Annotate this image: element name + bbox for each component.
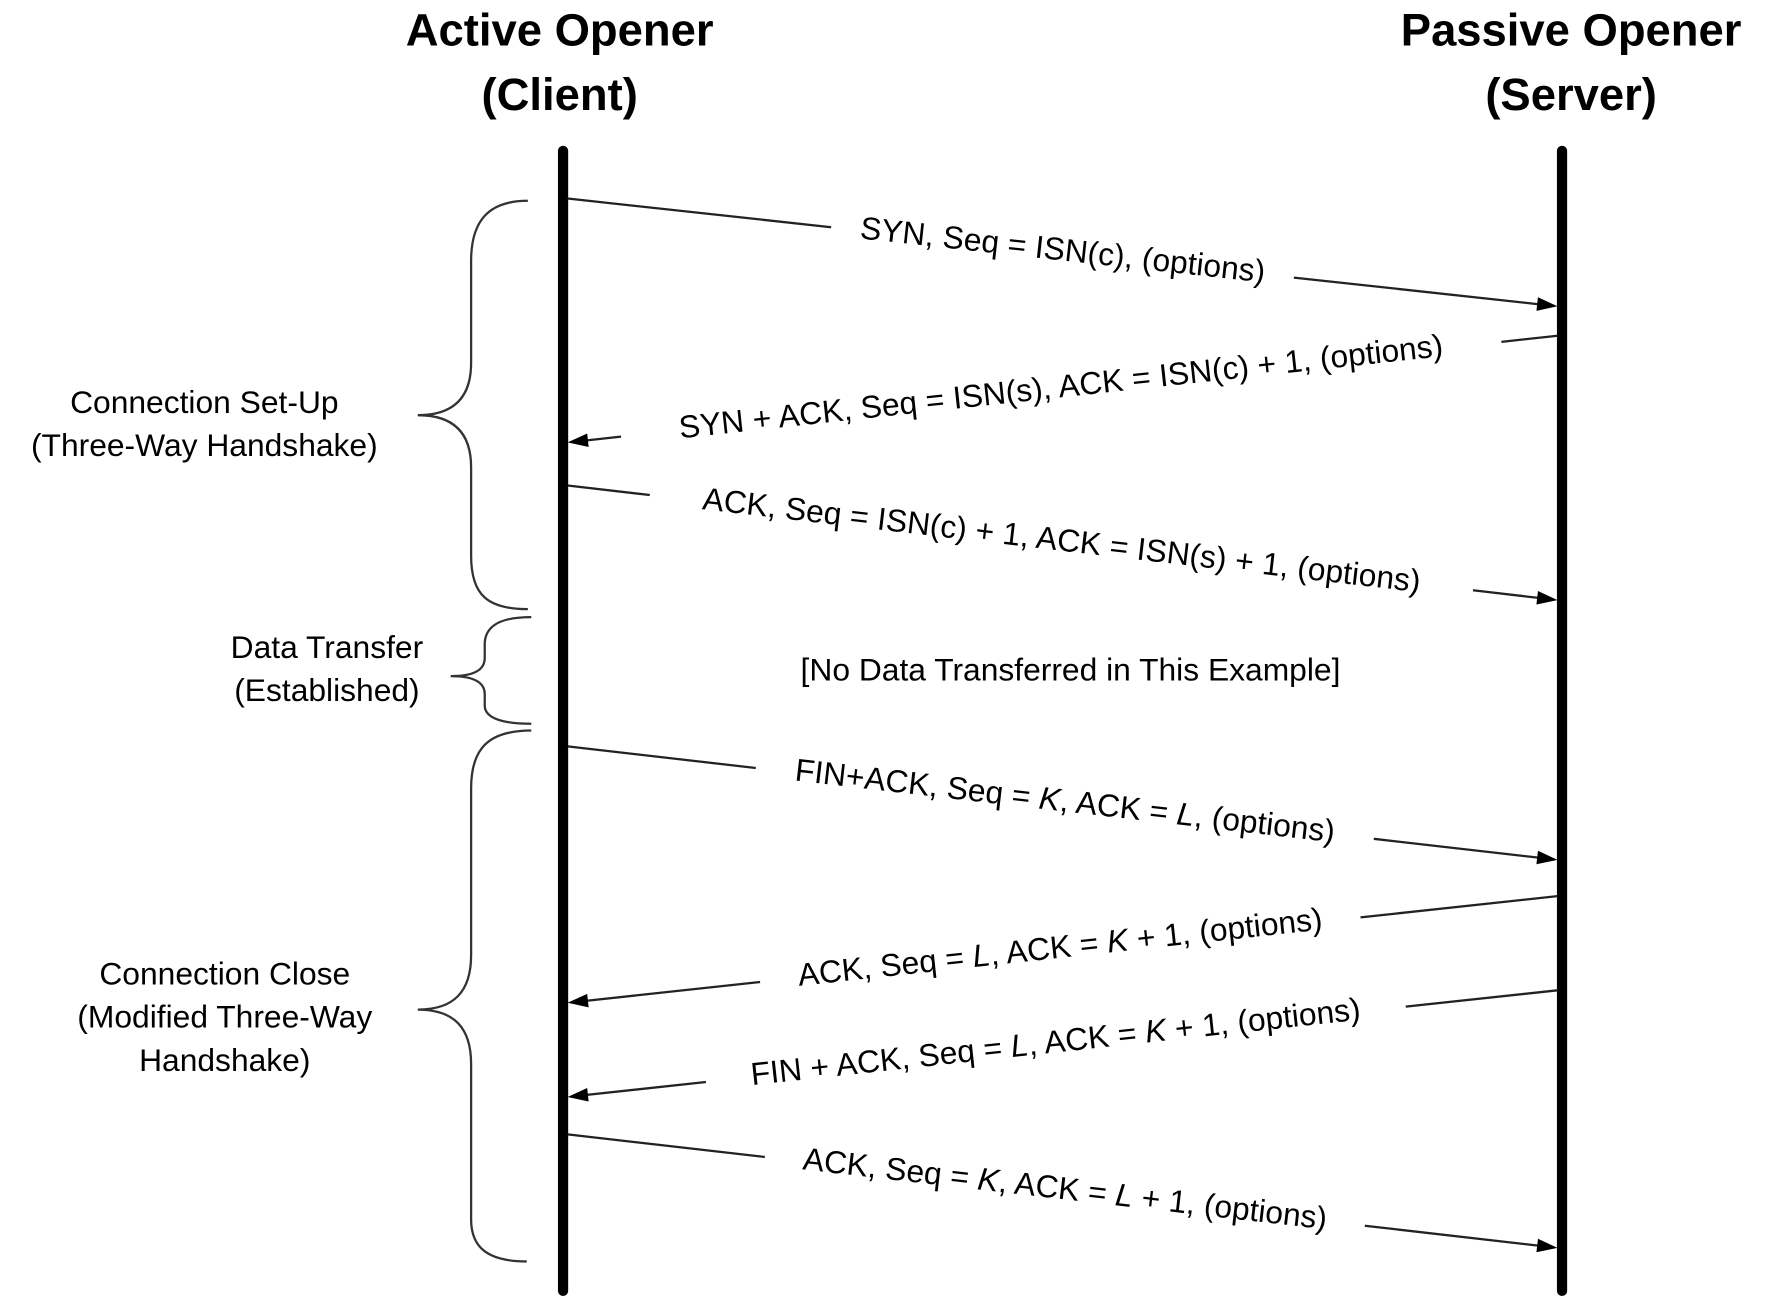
arrow-line-start [1405, 989, 1558, 1008]
arrow-line-start [567, 745, 756, 770]
message-label: SYN, Seq = ISN(c), (options) [858, 210, 1267, 290]
message-text: + 1, (options) [1164, 991, 1362, 1048]
phase-close-line2: (Modified Three-Way [77, 999, 372, 1035]
message-text: FIN+ACK, Seq = [793, 752, 1041, 816]
arrow-line-start [1360, 895, 1558, 919]
arrow-line-start [1501, 334, 1558, 343]
server-title: Passive Opener [1401, 4, 1742, 55]
message-2: SYN + ACK, Seq = ISN(s), ACK = ISN(c) + … [567, 328, 1558, 447]
close-brace [417, 729, 532, 1263]
phase-label-setup: Connection Set-Up (Three-Way Handshake) [31, 384, 378, 463]
message-label: ACK, Seq = L, ACK = K + 1, (options) [796, 901, 1324, 993]
message-text: , (options) [1192, 798, 1336, 850]
arrow-line-start [567, 484, 650, 497]
message-text: ACK, Seq = [801, 1141, 980, 1197]
message-text: ACK, Seq = ISN(c) + 1, ACK = ISN(s) + 1,… [701, 481, 1423, 600]
data-brace [450, 615, 532, 725]
phase-setup-line1: Connection Set-Up [70, 384, 339, 420]
arrowhead-icon [567, 433, 589, 447]
message-variable: L [1113, 1177, 1135, 1215]
message-variable: L [1009, 1027, 1030, 1065]
arrowhead-icon [1536, 1238, 1558, 1253]
message-text: + 1, (options) [1131, 1179, 1329, 1237]
message-5: ACK, Seq = L, ACK = K + 1, (options) [567, 895, 1558, 1008]
message-7: ACK, Seq = K, ACK = L + 1, (options) [567, 1133, 1558, 1253]
phase-label-close: Connection Close (Modified Three-Way Han… [77, 956, 372, 1078]
arrow-line-end [1293, 276, 1540, 306]
arrow-line-end [585, 435, 622, 442]
arrowhead-icon [567, 1087, 589, 1102]
message-text: , ACK = [1026, 1014, 1147, 1062]
arrow-line-end [585, 1080, 707, 1097]
message-text: FIN + ACK, Seq = [749, 1029, 1013, 1093]
server-subtitle: (Server) [1485, 69, 1657, 120]
phase-close-line1: Connection Close [99, 956, 350, 992]
message-6: FIN + ACK, Seq = L, ACK = K + 1, (option… [567, 989, 1558, 1102]
message-text: , ACK = [988, 924, 1109, 972]
message-text: , ACK = [997, 1163, 1118, 1212]
message-variable: L [971, 937, 992, 975]
message-label: SYN + ACK, Seq = ISN(s), ACK = ISN(c) + … [677, 328, 1445, 446]
phase-label-data: Data Transfer (Established) [231, 629, 424, 708]
message-label: FIN+ACK, Seq = K, ACK = L, (options) [793, 752, 1337, 850]
message-text: SYN, Seq = ISN(c), (options) [858, 210, 1267, 290]
arrow-line-end [1472, 589, 1540, 600]
message-label: FIN + ACK, Seq = L, ACK = K + 1, (option… [749, 991, 1362, 1092]
message-label: ACK, Seq = K, ACK = L + 1, (options) [801, 1141, 1329, 1237]
server-header: Passive Opener (Server) [1401, 4, 1742, 120]
message-3: ACK, Seq = ISN(c) + 1, ACK = ISN(s) + 1,… [567, 481, 1558, 605]
arrowhead-icon [1536, 590, 1558, 605]
client-header: Active Opener (Client) [406, 4, 714, 120]
arrow-line-start [567, 1133, 765, 1159]
arrow-line-end [585, 980, 761, 1002]
message-text: ACK, Seq = [796, 939, 975, 994]
message-label: ACK, Seq = ISN(c) + 1, ACK = ISN(s) + 1,… [701, 481, 1423, 600]
message-text: SYN + ACK, Seq = ISN(s), ACK = ISN(c) + … [677, 328, 1445, 446]
message-text: + 1, (options) [1126, 901, 1324, 958]
arrowhead-icon [1536, 297, 1558, 311]
phase-close-line3: Handshake) [139, 1042, 310, 1078]
arrowhead-icon [1536, 850, 1558, 865]
message-4: FIN+ACK, Seq = K, ACK = L, (options) [567, 745, 1558, 865]
message-arrows: SYN, Seq = ISN(c), (options) SYN + ACK, S… [567, 197, 1558, 1253]
message-text: , ACK = [1058, 782, 1179, 831]
arrow-line-end [1373, 837, 1540, 859]
client-subtitle: (Client) [481, 69, 637, 120]
client-title: Active Opener [406, 4, 714, 55]
no-data-note: [No Data Transferred in This Example] [801, 652, 1341, 688]
phase-setup-line2: (Three-Way Handshake) [31, 427, 378, 463]
arrow-line-end [1364, 1224, 1540, 1247]
phase-data-line1: Data Transfer [231, 629, 424, 665]
phase-data-line2: (Established) [234, 672, 419, 708]
arrow-line-start [567, 197, 832, 229]
setup-brace [417, 199, 528, 611]
arrowhead-icon [567, 993, 589, 1008]
message-variable: L [1175, 796, 1197, 834]
message-1: SYN, Seq = ISN(c), (options) [567, 197, 1558, 311]
